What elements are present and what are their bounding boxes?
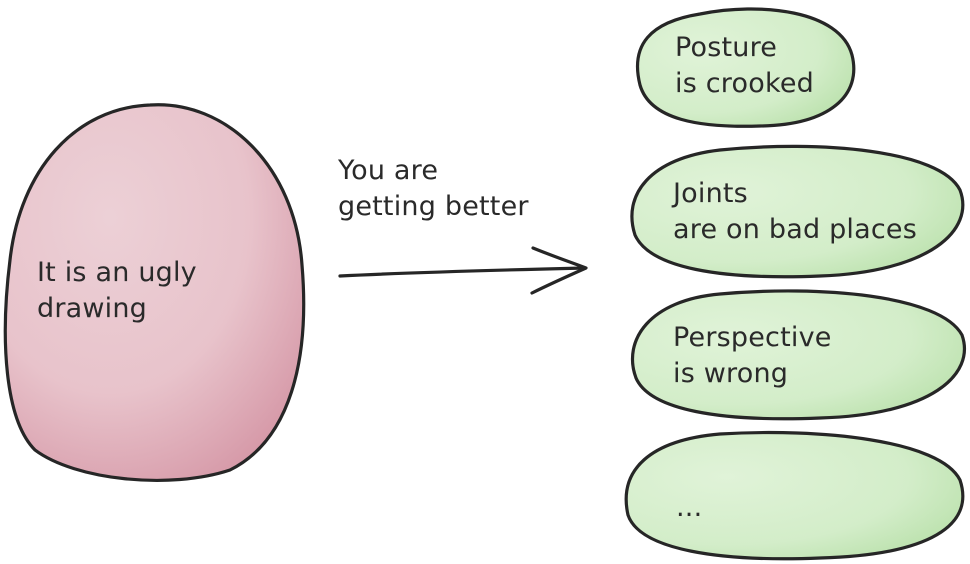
green-blob-2-line-1: Joints [673,178,748,209]
green-blob-2-label: Joints are on bad places [673,176,917,248]
green-blob-2-shape [630,144,965,279]
green-blob-3-line-1: Perspective [673,322,832,353]
left-blob-line-1: It is an ugly [37,257,197,288]
green-blob-4-label: ... [676,490,702,526]
arrow-label: You are getting better [338,153,529,225]
arrow-label-line-1: You are [338,155,439,186]
green-blob-1-line-2: is crooked [675,68,814,99]
green-blob-3-shape [630,289,966,421]
green-blob-3-line-2: is wrong [673,358,789,389]
green-blob-1-label: Posture is crooked [675,30,814,102]
green-blob-4-shape [624,430,965,561]
arrow-label-line-2: getting better [338,191,529,222]
arrow [338,246,588,295]
left-blob-line-2: drawing [37,293,148,324]
left-blob-label: It is an ugly drawing [37,255,197,327]
arrow-head [530,246,588,295]
green-blob-1-line-1: Posture [675,32,778,63]
green-blob-3-label: Perspective is wrong [673,320,832,392]
green-blob-2-line-2: are on bad places [673,214,917,245]
left-blob-shape [3,103,306,482]
arrow-shaft [338,266,587,278]
green-blob-4-line-1: ... [676,492,703,523]
green-blob-1-shape [635,7,856,128]
